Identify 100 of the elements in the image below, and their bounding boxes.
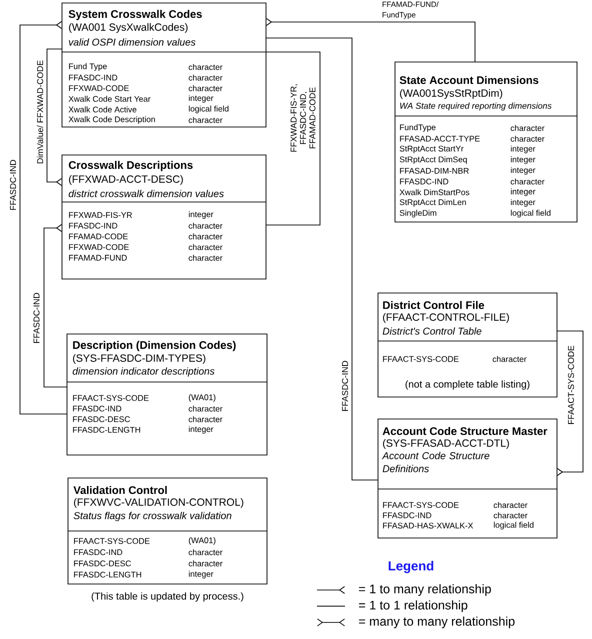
relationship-line [556, 330, 584, 476]
field-name: Xwalk DimStartPos [400, 189, 470, 196]
table-code-name: (WA001 SysXwalkCodes) [69, 23, 188, 33]
table-title: System Crosswalk Codes [68, 10, 202, 20]
table-code-name: (WA001SysStRptDim) [400, 89, 502, 99]
edge-label: FFASDC-IND [32, 292, 40, 344]
field-name: FFASDC-IND [69, 222, 118, 229]
edge-label: FFASDC-IND [341, 360, 349, 412]
table-code-name: (FFAACT-CONTROL-FILE) [383, 313, 509, 323]
table-title: Crosswalk Descriptions [68, 160, 193, 172]
legend-text: = 1 to 1 relationship [359, 600, 468, 612]
relationship-line [266, 38, 378, 480]
relationship-line [266, 52, 320, 226]
table-title: District Control File [383, 300, 484, 310]
field-name: FFXWAD-CODE [69, 85, 129, 92]
field-name: FFASDC-IND [74, 549, 122, 556]
field-type: character [188, 222, 222, 229]
field-name: Xwalk Code Description [68, 116, 155, 124]
relationship-line [266, 18, 476, 62]
field-type: logical field [188, 106, 228, 114]
table-code-name: (FFXWAD-ACCT-DESC) [69, 175, 183, 185]
field-name: StRptAcct DimSeq [400, 156, 467, 164]
field-name: FFASDC-IND [73, 406, 122, 412]
field-name: FFXWAD-FIS-YR [69, 212, 132, 218]
legend-title: Legend [388, 560, 434, 574]
field-name: FFASDC-DESC [73, 416, 130, 422]
field-type: character [494, 502, 528, 508]
entity-table [66, 334, 268, 456]
field-type: integer [188, 426, 214, 434]
field-type: character [188, 406, 222, 412]
field-type: logical field [510, 210, 550, 218]
field-name: FFASAD-ACCT-TYPE [400, 136, 480, 142]
table-title: Account Code Structure Master [382, 426, 548, 436]
field-name: Xwalk Code Active [68, 106, 136, 112]
field-type: character [188, 74, 222, 81]
table-description: Status flags for crosswalk validation [74, 512, 232, 522]
entity-table [62, 154, 266, 280]
field-type: character [188, 64, 222, 70]
legend-text: = many to many relationship [359, 616, 515, 628]
field-type: character [188, 549, 222, 556]
field-name: FFAACT-SYS-CODE [383, 356, 459, 362]
field-type: character [188, 233, 222, 240]
relationship-line [20, 21, 68, 414]
table-description: district crosswalk dimension values [68, 190, 224, 198]
table-description: District's Control Table [382, 327, 482, 335]
field-name: StRptAcct StartYr [400, 146, 464, 154]
field-name: FFASDC-IND [400, 178, 448, 184]
field-type: logical field [494, 522, 534, 530]
field-name: StRptAcct DimLen [400, 199, 466, 207]
edge-label: FFXWAD-FIS-YR, FFASDC-IND, FFAMAD-CODE [290, 79, 316, 157]
field-type: integer [510, 146, 536, 154]
field-type: character [188, 244, 222, 250]
field-name: FFASAD-HAS-XWALK-X [383, 522, 474, 528]
field-name: FFAACT-SYS-CODE [73, 395, 149, 401]
field-name: FFAACT-SYS-CODE [74, 538, 150, 544]
table-footnote: (This table is updated by process.) [92, 592, 244, 602]
field-name: FFAMAD-CODE [69, 234, 128, 240]
legend-text: = 1 to many relationship [359, 584, 491, 596]
field-type: character [188, 560, 222, 566]
entity-table [394, 62, 578, 222]
table-code-name: (SYS-FFASDC-DIM-TYPES) [73, 354, 206, 364]
field-name: Fund Type [69, 63, 107, 71]
field-type: character [494, 512, 528, 518]
field-type: character [188, 116, 222, 123]
table-note: (not a complete table listing) [406, 380, 530, 390]
field-type: (WA01) [188, 537, 216, 545]
entity-table [378, 418, 558, 538]
field-type: (WA01) [188, 394, 216, 402]
field-name: FFASDC-IND [69, 74, 118, 80]
table-description: valid OSPI dimension values [68, 38, 196, 46]
field-type: character [510, 124, 544, 131]
field-type: character [188, 85, 222, 92]
field-type: integer [188, 570, 214, 578]
relationship-line [46, 48, 62, 186]
table-description: WA State required reporting dimensions [400, 102, 552, 110]
field-type: character [188, 254, 222, 261]
table-title: State Account Dimensions [400, 76, 538, 84]
field-type: character [492, 356, 526, 362]
field-name: FFAMAD-FUND [69, 254, 127, 261]
entity-table [62, 2, 266, 128]
field-name: SingleDim [400, 210, 436, 218]
edge-label: DimValue/ FFXWAD-CODE [36, 59, 44, 165]
field-name: FFAACT-SYS-CODE [383, 502, 459, 508]
field-name: FFASDC-LENGTH [73, 426, 140, 433]
table-title: Description (Dimension Codes) [73, 340, 236, 352]
field-type: integer [510, 156, 536, 164]
field-name: FFASDC-DESC [74, 560, 131, 566]
table-title: Validation Control [73, 486, 167, 494]
table-description: Account Code Structure Definitions [382, 452, 490, 472]
field-type: character [188, 416, 222, 422]
field-type: integer [188, 94, 214, 103]
entity-table [68, 478, 268, 584]
edge-label: FFASDC-IND [9, 158, 17, 212]
table-code-name: (FFXWVC-VALIDATION-CONTROL) [74, 498, 244, 508]
field-type: character [510, 136, 544, 142]
table-description: dimension indicator descriptions [72, 367, 214, 377]
field-name: FFXWAD-CODE [69, 244, 129, 250]
field-type: character [510, 178, 544, 184]
field-name: FFASDC-IND [383, 512, 432, 518]
field-type: integer [188, 211, 214, 219]
